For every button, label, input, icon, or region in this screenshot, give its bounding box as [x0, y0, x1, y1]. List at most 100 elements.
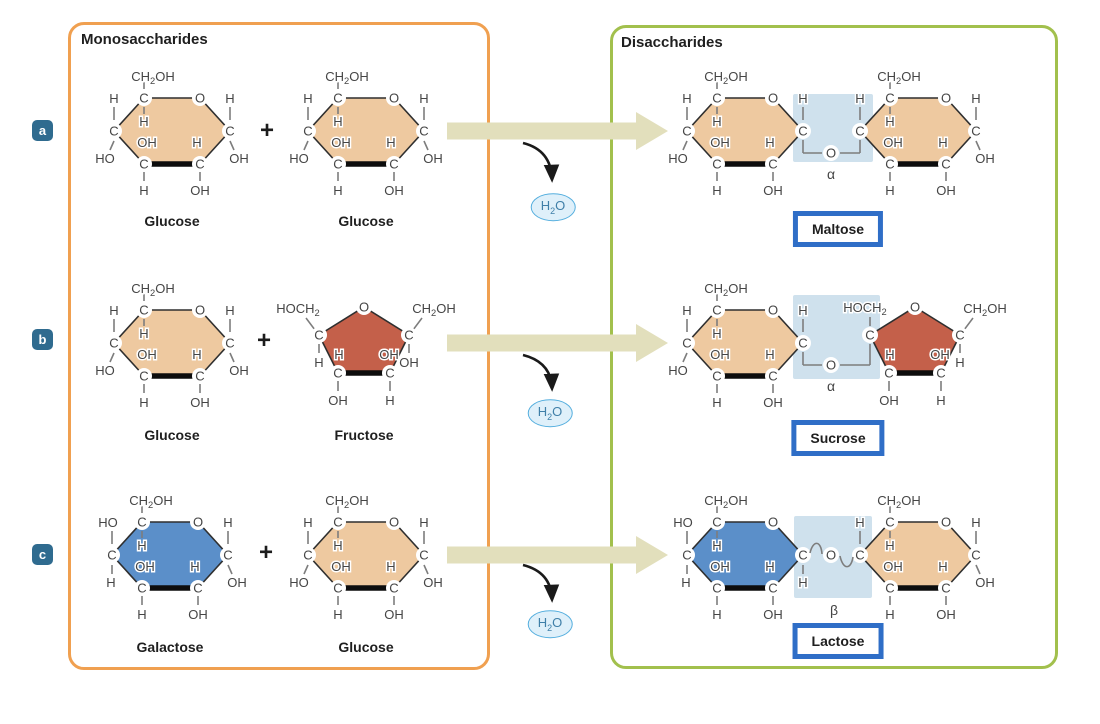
atom-label: C	[712, 91, 721, 106]
atom-label: O	[768, 515, 778, 530]
atom-label: H	[225, 303, 234, 318]
atom-label: H	[712, 326, 721, 341]
glycosidic-linkage: Oα	[802, 344, 871, 396]
atom-label: H	[971, 91, 980, 106]
ch2oh-label: CH2OH	[412, 301, 455, 318]
glycosidic-linkage: Oβ	[809, 542, 854, 620]
atom-label: H	[139, 114, 148, 129]
disaccharides-title: Disaccharides	[621, 34, 723, 51]
atom-label: OH	[710, 347, 730, 362]
atom-label: HO	[668, 151, 688, 166]
atom-label: C	[385, 366, 394, 381]
monosaccharides-title: Monosaccharides	[81, 31, 208, 48]
plus-sign: +	[259, 117, 275, 144]
atom-label: H	[765, 559, 774, 574]
atom-label: H	[386, 559, 395, 574]
atom-label: C	[798, 548, 807, 563]
atom-label: O	[195, 91, 205, 106]
atom-label: OH	[379, 347, 399, 362]
atom-label: C	[303, 548, 312, 563]
atom-label: O	[193, 515, 203, 530]
atom-label: C	[107, 548, 116, 563]
atom-label: OH	[384, 607, 404, 622]
atom-label: O	[941, 91, 951, 106]
reaction-arrow	[447, 112, 668, 150]
atom-label: C	[193, 581, 202, 596]
atom-label: C	[195, 157, 204, 172]
atom-label: OH	[229, 151, 249, 166]
atom-label: O	[768, 303, 778, 318]
atom-label: OH	[930, 347, 950, 362]
atom-label: O	[910, 300, 920, 315]
atom-label: H	[333, 538, 342, 553]
atom-label: OH	[328, 393, 348, 408]
atom-label: OH	[883, 135, 903, 150]
atom-label: OH	[384, 183, 404, 198]
atom-label: OH	[331, 559, 351, 574]
water-release-arrow	[522, 353, 560, 392]
atom-label: H	[225, 91, 234, 106]
atom-label: H	[798, 91, 807, 106]
atom-label: OH	[936, 183, 956, 198]
hoch2-label: HOCH2	[843, 300, 886, 317]
atom-label: H	[109, 91, 118, 106]
atom-label: O	[768, 91, 778, 106]
plus-sign: +	[256, 327, 272, 354]
atom-label: C	[333, 91, 342, 106]
sucrose-label-box: Sucrose	[791, 420, 885, 456]
atom-label: H	[139, 395, 148, 410]
atom-label: C	[225, 336, 234, 351]
atom-label: C	[712, 369, 721, 384]
atom-label: H	[386, 135, 395, 150]
atom-label: C	[682, 124, 691, 139]
atom-label: H	[334, 347, 343, 362]
ch2oh-label: CH2OH	[877, 493, 920, 510]
ch2oh-label: CH2OH	[131, 281, 174, 298]
atom-label: C	[798, 336, 807, 351]
row-badge-a: a	[32, 120, 53, 141]
atom-label: HO	[289, 575, 309, 590]
reaction-arrow	[447, 324, 668, 362]
sugar-name: Glucose	[338, 213, 394, 229]
atom-label: OH	[883, 559, 903, 574]
ch2oh-label: CH2OH	[704, 493, 747, 510]
atom-label: C	[712, 515, 721, 530]
water-molecule: H2O	[527, 610, 573, 638]
atom-label: OH	[227, 575, 247, 590]
atom-label: C	[389, 157, 398, 172]
atom-label: H	[938, 135, 947, 150]
atom-label: H	[223, 515, 232, 530]
atom-label: OH	[229, 363, 249, 378]
atom-label: C	[941, 581, 950, 596]
atom-label: H	[190, 559, 199, 574]
atom-label: O	[941, 515, 951, 530]
atom-label: OH	[763, 395, 783, 410]
atom-label: H	[137, 607, 146, 622]
atom-label: OH	[188, 607, 208, 622]
atom-label: H	[712, 114, 721, 129]
ch2oh-label: CH2OH	[325, 69, 368, 86]
atom-label: HO	[289, 151, 309, 166]
ch2oh-label: CH2OH	[129, 493, 172, 510]
atom-label: C	[419, 548, 428, 563]
water-molecule: H2O	[527, 399, 573, 427]
atom-label: H	[765, 135, 774, 150]
atom-label: H	[139, 326, 148, 341]
atom-label: OH	[331, 135, 351, 150]
linkage-label: α	[827, 166, 835, 182]
reaction-arrow	[447, 536, 668, 574]
atom-label: C	[855, 548, 864, 563]
atom-label: C	[333, 581, 342, 596]
atom-label: H	[109, 303, 118, 318]
sugar-name: Galactose	[136, 639, 204, 655]
atom-label: H	[333, 114, 342, 129]
